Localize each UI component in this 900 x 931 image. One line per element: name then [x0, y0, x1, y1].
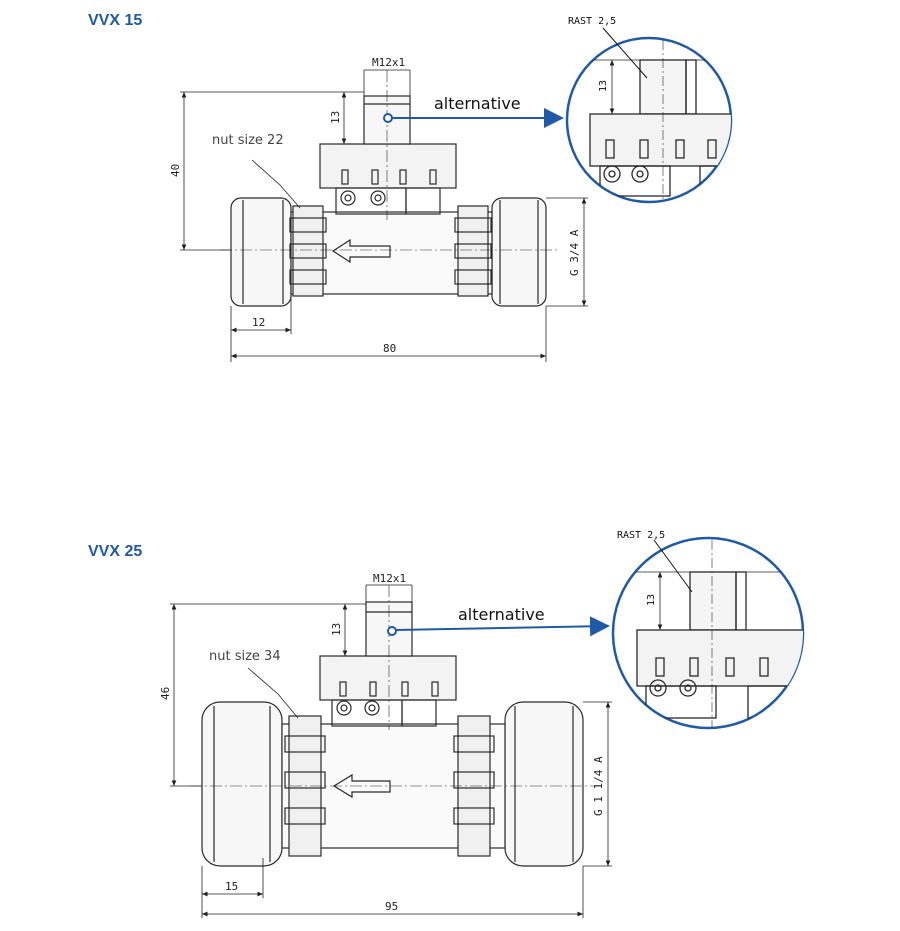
vvx15-dim-nut-width: 12: [252, 316, 265, 329]
vvx25-nut-label: nut size 34: [209, 649, 281, 664]
vvx15-dim-total: 40: [169, 164, 182, 177]
vvx25-dim-connection: G 1 1/4 A: [592, 756, 605, 816]
vvx25-thread-label: M12x1: [373, 572, 406, 585]
vvx25-right-connector: [504, 701, 584, 867]
vvx15-detail: RAST 2,5 13: [565, 16, 733, 204]
vvx25-dim-nut-width: 15: [225, 880, 238, 893]
vvx25-dim-total: 46: [159, 687, 172, 700]
vvx15-dim-connection: G 3/4 A: [568, 229, 581, 276]
vvx25-alt-label: alternative: [458, 605, 545, 624]
vvx15-actuator-block: [319, 143, 457, 189]
vvx15-rast-label: RAST 2,5: [568, 16, 616, 27]
vvx25-drawing: [190, 585, 600, 867]
vvx25-rast-label: RAST 2,5: [617, 530, 665, 541]
vvx15-nut-label: nut size 22: [212, 133, 284, 148]
vvx25-detail-dim: 13: [646, 594, 657, 606]
vvx25-dimensions: [170, 584, 612, 918]
vvx25-dim-length: 95: [385, 900, 398, 913]
vvx15-thread-label: M12x1: [372, 56, 405, 69]
vvx15-dim-length: 80: [383, 342, 396, 355]
vvx25-title: VVX 25: [88, 543, 143, 560]
vvx15-left-connector: [230, 197, 292, 307]
vvx15-drawing: [220, 70, 560, 307]
vvx15-right-nut: [457, 205, 489, 297]
vvx15-dim-top: 13: [329, 111, 342, 124]
vvx25-flow-arrow: [332, 773, 391, 799]
vvx25-callout-dot: [387, 626, 397, 636]
vvx15-dimensions: [180, 69, 588, 362]
vvx15-title: VVX 15: [88, 12, 143, 29]
vvx15-callout-dot: [383, 113, 393, 123]
vvx25-callout-arrow: [395, 616, 610, 637]
vvx25-detail: RAST 2,5 13: [611, 530, 805, 730]
vvx25-actuator-block: [319, 655, 457, 701]
vvx15-left-nut: [292, 205, 324, 297]
vvx15-alt-label: alternative: [434, 94, 521, 113]
vvx15-detail-dim: 13: [598, 80, 609, 92]
vvx25-dim-top: 13: [330, 623, 343, 636]
vvx15-flow-arrow: [331, 238, 391, 264]
